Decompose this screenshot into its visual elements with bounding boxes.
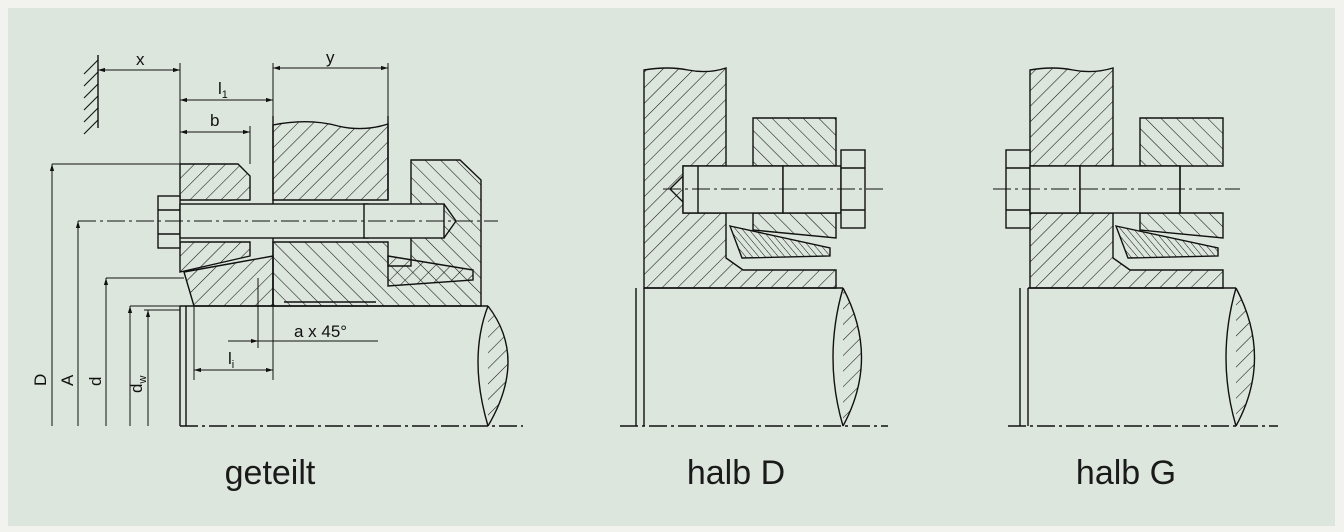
dim-b: b — [210, 111, 219, 130]
dim-A: A — [58, 374, 77, 386]
dim-y: y — [326, 48, 335, 67]
view-geteilt — [49, 55, 523, 427]
caption-halb-g: halb G — [1075, 454, 1177, 492]
dimension-labels: x y l1 b a x 45° li D A d dw — [31, 48, 347, 393]
dim-dw: dw — [127, 376, 149, 393]
technical-drawing: x y l1 b a x 45° li D A d dw — [31, 48, 1278, 427]
view-halb-d — [620, 67, 888, 427]
dim-D: D — [31, 374, 50, 386]
dim-d: d — [86, 377, 105, 386]
caption-halb-d: halb D — [686, 454, 786, 492]
dim-li: li — [228, 349, 234, 371]
view-halb-g — [993, 67, 1278, 427]
dim-l1: l1 — [218, 79, 228, 101]
dim-chamfer: a x 45° — [294, 322, 347, 341]
diagram-panel: x y l1 b a x 45° li D A d dw geteilt hal… — [8, 8, 1335, 526]
caption-geteilt: geteilt — [224, 454, 316, 492]
dim-x: x — [136, 50, 145, 69]
